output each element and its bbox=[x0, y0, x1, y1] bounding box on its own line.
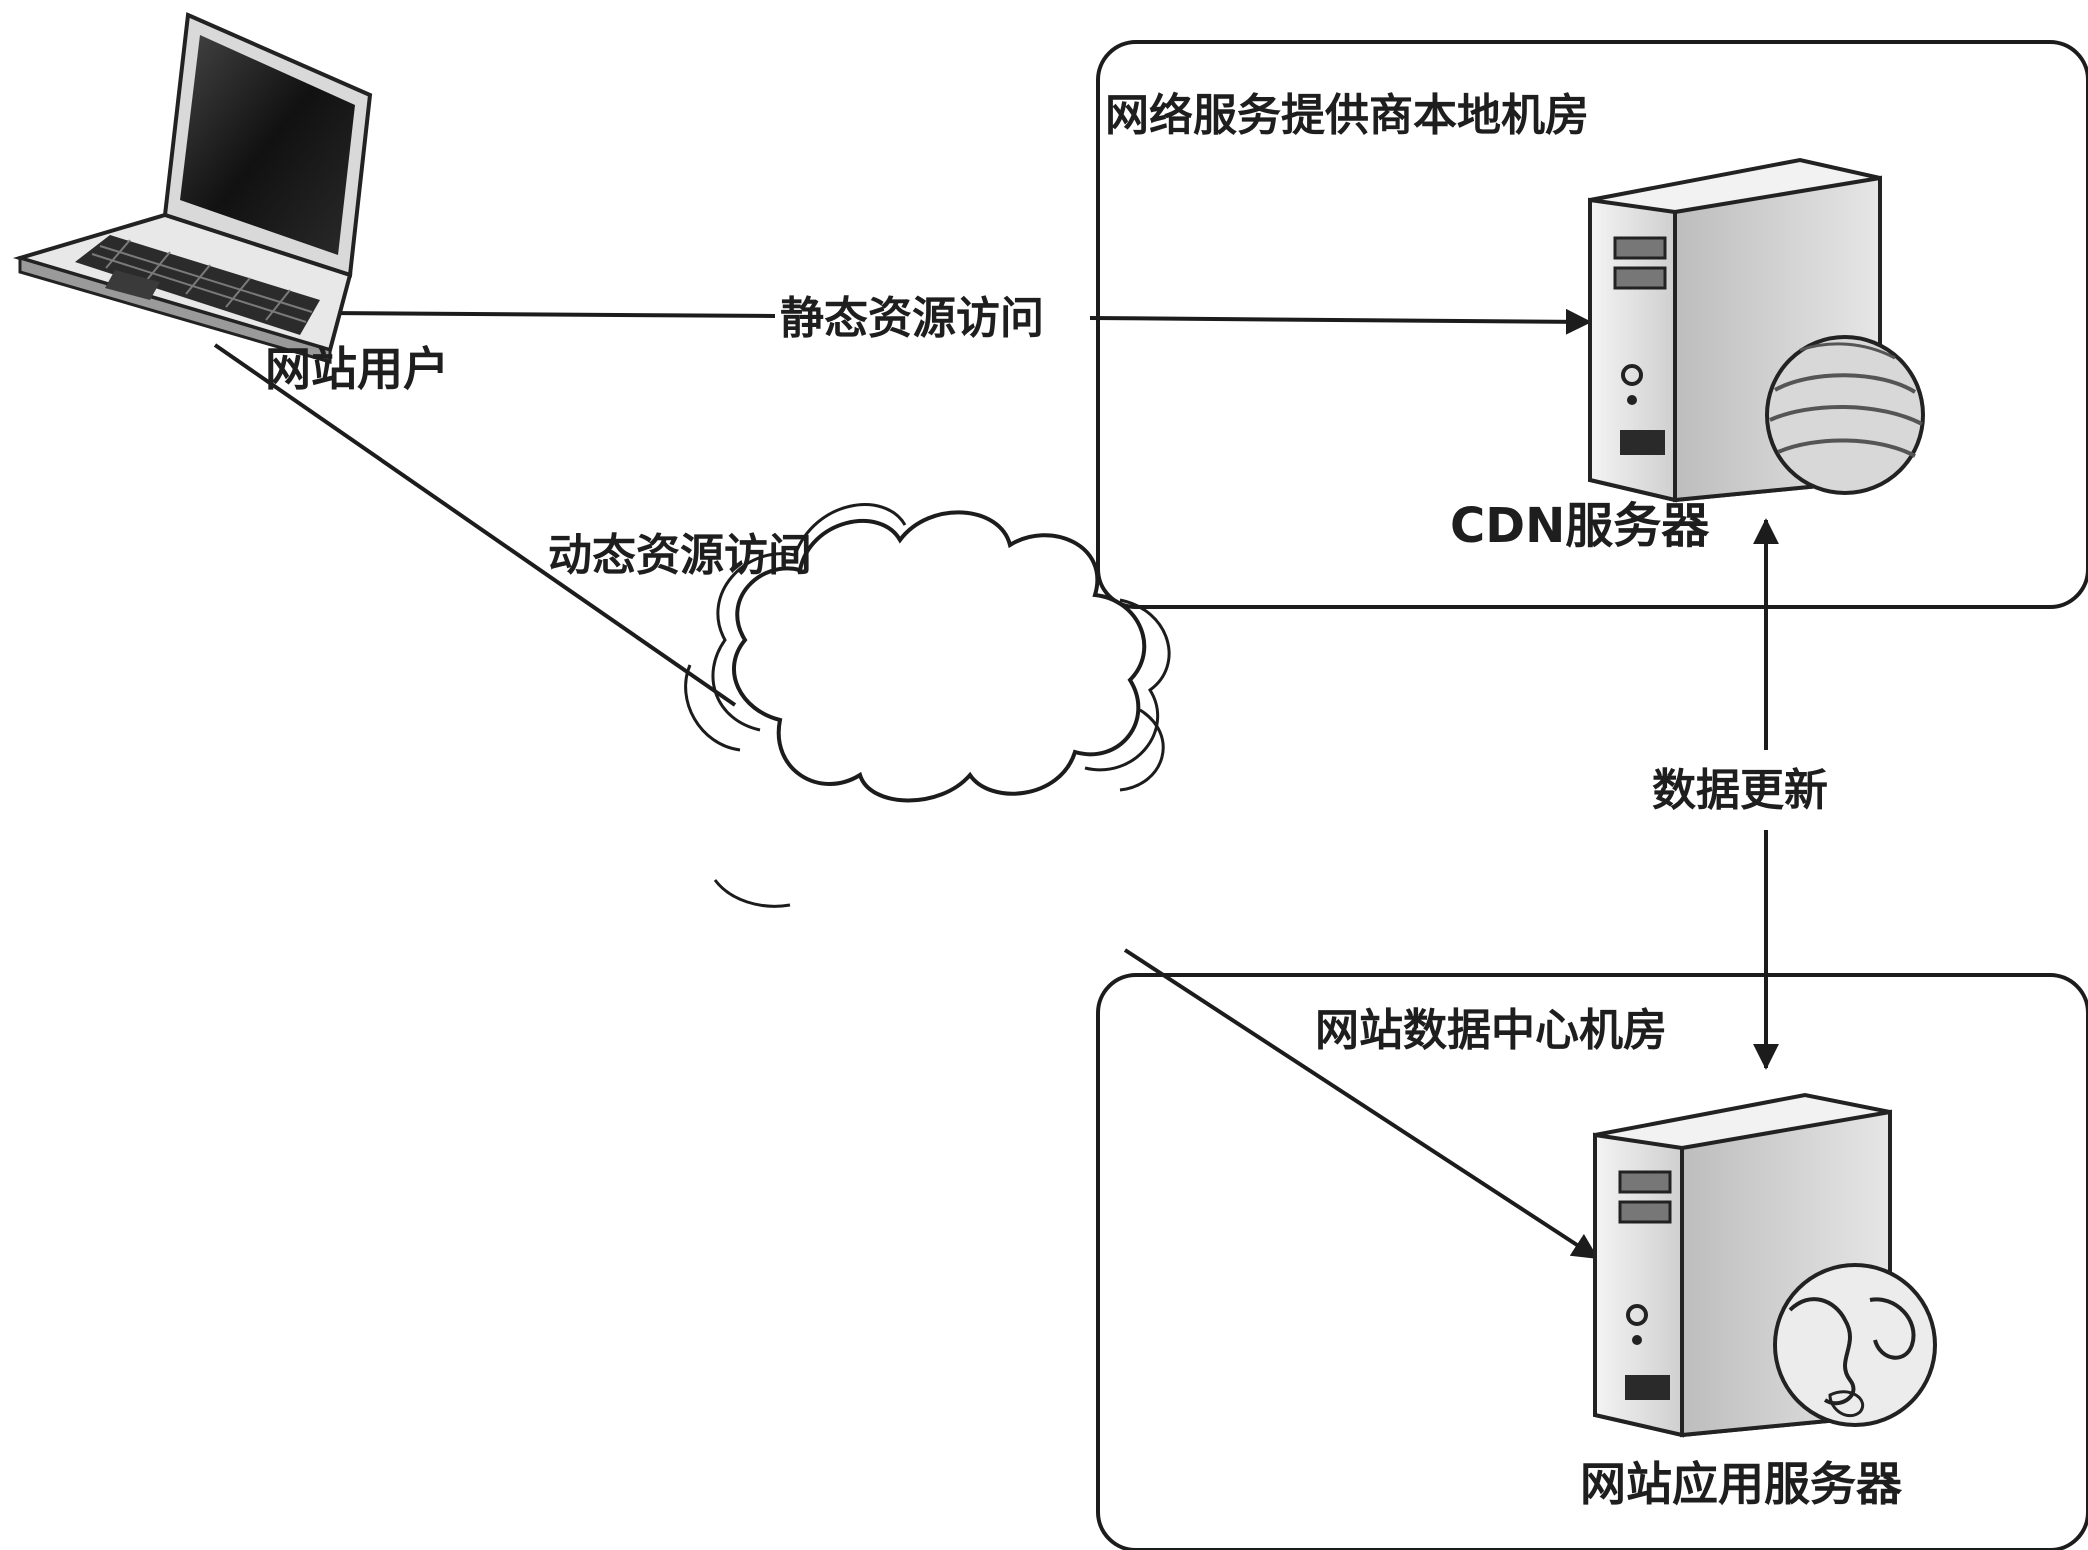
app-server-label: 网站应用服务器 bbox=[1580, 1457, 1903, 1511]
world-globe-icon bbox=[1773, 1263, 1937, 1427]
data-center-label: 网站数据中心机房 bbox=[1315, 1005, 1667, 1056]
user-label: 网站用户 bbox=[265, 342, 449, 396]
data-update-edge: 数据更新 bbox=[1652, 518, 1828, 1070]
laptop-icon bbox=[12, 12, 373, 364]
app-server-icon bbox=[1593, 1092, 1937, 1438]
isp-room-label: 网络服务提供商本地机房 bbox=[1105, 90, 1589, 141]
static-access-edge: 静态资源访问 bbox=[324, 293, 1592, 344]
globe-icon bbox=[1765, 335, 1925, 495]
cloud-icon bbox=[684, 503, 1171, 908]
data-update-label: 数据更新 bbox=[1652, 765, 1828, 816]
cdn-server-label: CDN服务器 bbox=[1450, 498, 1710, 554]
static-access-label: 静态资源访问 bbox=[780, 293, 1044, 344]
cdn-server-icon bbox=[1588, 157, 1925, 503]
